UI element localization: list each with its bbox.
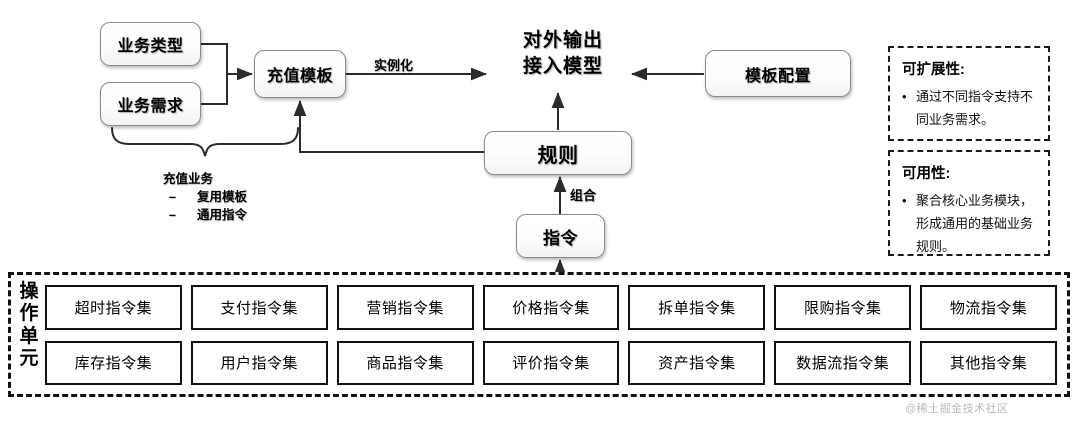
node-rule-label: 规则 (537, 144, 579, 167)
instruction-set-cell[interactable]: 价格指令集 (482, 285, 620, 330)
note-extensibility-bullet: • (902, 89, 907, 104)
node-business-type-label: 业务类型 (117, 38, 184, 55)
node-template-config[interactable]: 模板配置 (705, 50, 851, 97)
note-extensibility-title: 可扩展性: (902, 62, 965, 78)
operation-unit-label-char-3: 元 (19, 348, 39, 370)
operation-unit-label-char-2: 单 (19, 325, 39, 347)
instruction-set-cell-label: 库存指令集 (74, 355, 153, 373)
instruction-set-cell[interactable]: 支付指令集 (190, 285, 328, 330)
instruction-set-cell-label: 支付指令集 (220, 299, 299, 317)
watermark: @稀土掘金技术社区 (905, 403, 1009, 415)
instruction-set-cell[interactable]: 拆单指令集 (628, 285, 766, 330)
headline-line-2: 接入模型 (522, 55, 603, 77)
instruction-set-cell-label: 拆单指令集 (658, 299, 736, 317)
node-instruction[interactable]: 指令 (516, 214, 605, 258)
instruction-set-cell[interactable]: 评价指令集 (482, 340, 620, 385)
instruction-set-cell-label: 限购指令集 (803, 299, 882, 317)
instruction-set-cell[interactable]: 数据流指令集 (774, 340, 912, 385)
node-recharge-template-label: 充值模板 (266, 68, 333, 85)
instruction-set-cell[interactable]: 营销指令集 (336, 285, 474, 330)
instruction-set-cell-label: 物流指令集 (949, 299, 1028, 317)
brace-caption-item-0: – 复用模板 (163, 188, 247, 206)
brace-item-0-label: 复用模板 (197, 190, 248, 205)
node-recharge-template[interactable]: 充值模板 (254, 50, 346, 98)
wire-business-type-to-template (201, 43, 228, 105)
note-availability-bullet: • (902, 193, 907, 208)
instruction-set-cell[interactable]: 资产指令集 (628, 340, 766, 385)
brace-item-1-label: 通用指令 (197, 208, 248, 223)
instruction-set-cell-label: 资产指令集 (658, 355, 736, 373)
instruction-set-cell-label: 其他指令集 (949, 355, 1028, 373)
note-availability-title: 可用性: (902, 166, 951, 182)
instruction-set-cell-label: 商品指令集 (366, 355, 444, 373)
brace-dash-1: – (169, 208, 176, 223)
node-business-demand-label: 业务需求 (117, 98, 184, 115)
instruction-set-cell[interactable]: 限购指令集 (774, 285, 912, 330)
brace-caption-item-1: – 通用指令 (163, 206, 247, 224)
operation-unit-label-char-0: 操 (19, 281, 39, 302)
instruction-set-cell[interactable]: 库存指令集 (45, 340, 182, 385)
operation-unit-grid: 超时指令集 支付指令集 营销指令集 价格指令集 拆单指令集 限购指令集 物流指令集库存指令集… (45, 285, 1057, 385)
edge-label-compose: 组合 (570, 188, 597, 203)
instruction-set-cell[interactable]: 超时指令集 (45, 285, 182, 330)
headline-line-1: 对外输出 (522, 30, 603, 51)
instruction-set-cell-label: 超时指令集 (74, 299, 153, 317)
instruction-set-cell[interactable]: 物流指令集 (920, 285, 1057, 330)
output-model-headline: 对外输出 接入模型 (488, 28, 638, 79)
operation-unit-label-char-1: 作 (19, 303, 39, 325)
brace-caption-title: 充值业务 (163, 172, 214, 186)
note-availability: 可用性: • 聚合核心业务模块，形成通用的基础业务规则。 (888, 150, 1050, 256)
instruction-set-cell[interactable]: 其他指令集 (920, 340, 1057, 385)
node-business-demand[interactable]: 业务需求 (100, 82, 201, 126)
brace-dash-0: – (169, 190, 176, 205)
instruction-set-cell-label: 评价指令集 (512, 355, 590, 373)
note-extensibility: 可扩展性: • 通过不同指令支持不同业务需求。 (888, 46, 1050, 141)
instruction-set-cell[interactable]: 用户指令集 (190, 340, 328, 385)
instruction-set-cell[interactable]: 商品指令集 (336, 340, 474, 385)
instruction-set-cell-label: 价格指令集 (512, 299, 590, 317)
instruction-set-cell-label: 数据流指令集 (796, 355, 890, 373)
note-extensibility-text: 通过不同指令支持不同业务需求。 (916, 89, 1034, 127)
note-availability-body: • 聚合核心业务模块，形成通用的基础业务规则。 (902, 190, 1038, 258)
note-extensibility-body: • 通过不同指令支持不同业务需求。 (902, 86, 1038, 132)
node-template-config-label: 模板配置 (744, 67, 811, 85)
node-instruction-label: 指令 (543, 228, 578, 248)
curly-brace (111, 127, 299, 157)
brace-caption: 充值业务 – 复用模板 – 通用指令 (163, 170, 247, 224)
instruction-set-cell-label: 营销指令集 (366, 299, 444, 317)
edge-label-instantiate: 实例化 (374, 58, 414, 73)
node-business-type[interactable]: 业务类型 (100, 22, 201, 66)
node-rule[interactable]: 规则 (484, 131, 632, 175)
wire-rule-to-template (293, 100, 484, 153)
operation-unit-label: 操作单元 (14, 281, 44, 371)
instruction-set-cell-label: 用户指令集 (220, 355, 299, 373)
note-availability-text: 聚合核心业务模块，形成通用的基础业务规则。 (916, 193, 1034, 254)
